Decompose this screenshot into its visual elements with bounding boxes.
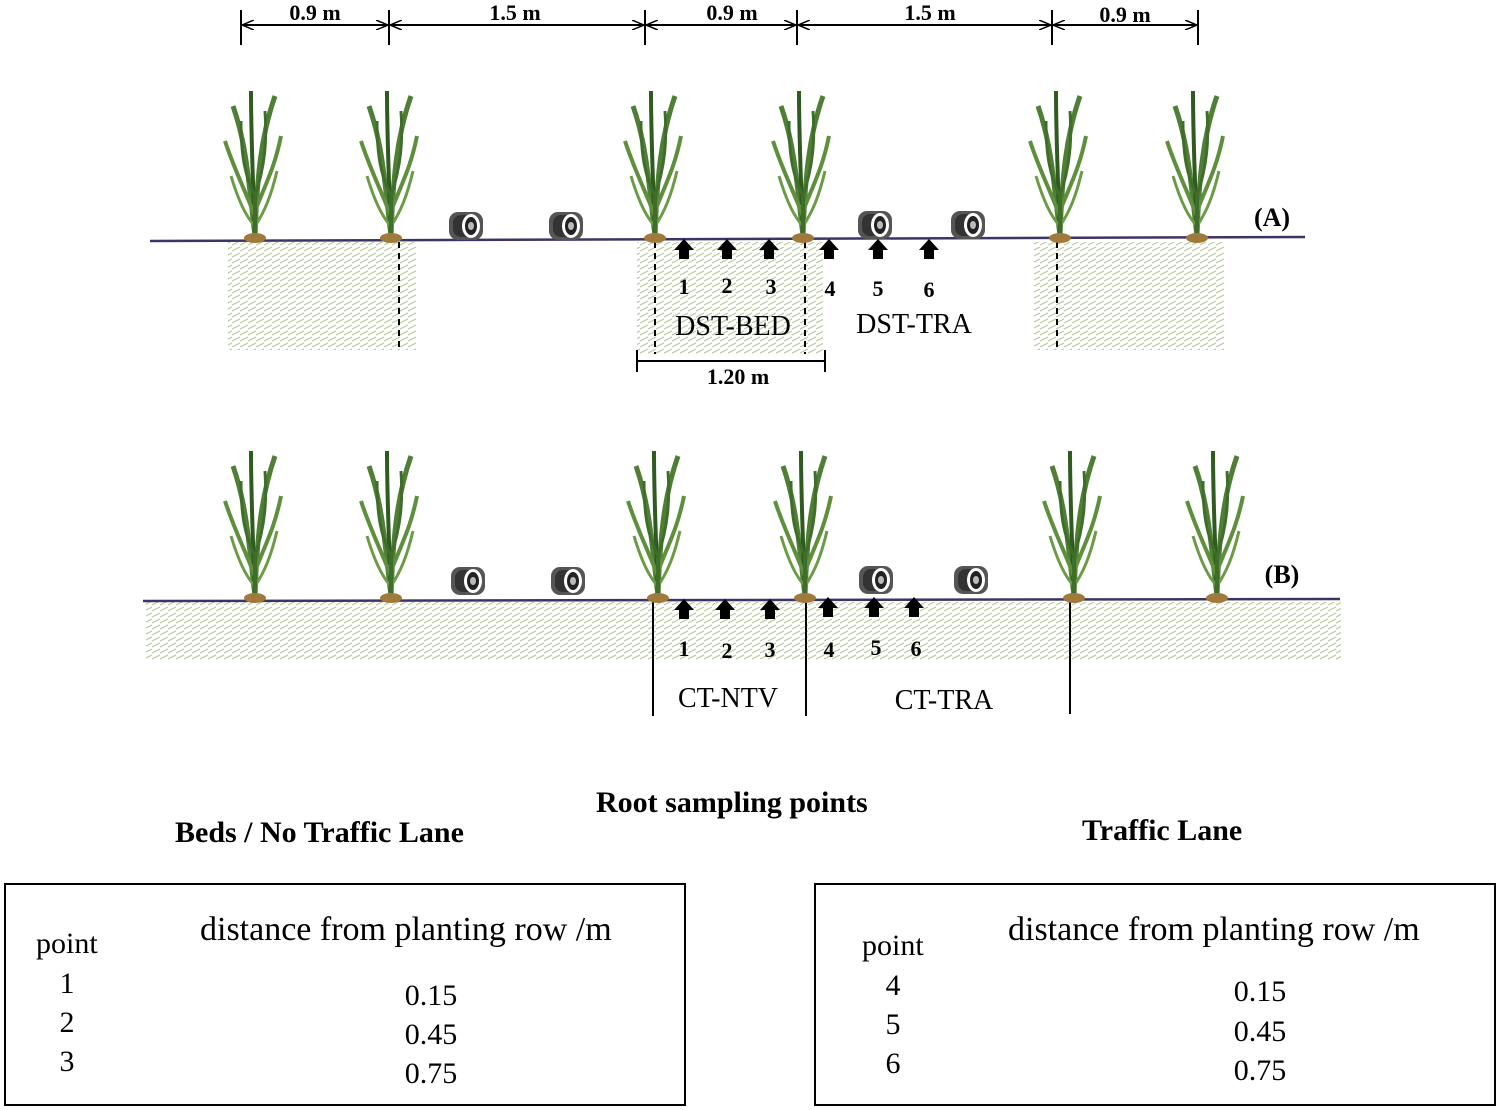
tire-icon (859, 566, 893, 594)
dimension-label: 0.9 m (706, 0, 757, 25)
zone-label: DST-BED (675, 311, 791, 342)
table-distance: 0.75 (404, 1057, 458, 1090)
tire-icon (549, 212, 583, 240)
table-point: 2 (59, 1006, 75, 1039)
soil-layer (146, 602, 1341, 660)
sampling-point-label: 4 (825, 276, 836, 301)
field-layout-diagram: 0.9 m 1.5 m 0.9 m 1.5 m 0.9 m 1 2 3 (142, 0, 1341, 716)
right-table-title: Traffic Lane (1082, 814, 1243, 847)
panel-label: (A) (1254, 203, 1290, 232)
table-distance: 0.45 (404, 1018, 458, 1051)
table-point: 1 (59, 967, 75, 1000)
sugarcane-plant-icon (361, 91, 417, 243)
table-point: 6 (885, 1047, 901, 1080)
sugarcane-plant-icon (1187, 451, 1243, 603)
sampling-title: Root sampling points (596, 786, 868, 819)
table-distance: 0.15 (404, 979, 458, 1012)
zone-label: DST-TRA (856, 309, 972, 340)
sampling-point-label: 6 (924, 277, 935, 302)
dimension-label: 0.9 m (289, 0, 340, 25)
point-header: point (862, 929, 924, 962)
table-point: 3 (59, 1045, 75, 1078)
bed-width-label: 1.20 m (707, 364, 769, 389)
sugarcane-plant-icon (225, 451, 281, 603)
sugarcane-plant-icon (225, 91, 281, 243)
panel-b: 1 2 3 4 5 6 CT-NTV CT-TRA (B) (142, 451, 1341, 716)
sugarcane-plant-icon (775, 451, 831, 603)
dimension-label: 1.5 m (904, 0, 955, 25)
sampling-point-label: 2 (722, 273, 733, 298)
traffic-table: point distance from planting row /m 4 0.… (814, 883, 1496, 1106)
sampling-point-label: 2 (722, 638, 733, 663)
ground-line (149, 235, 1306, 243)
distance-header: distance from planting row /m (200, 911, 612, 948)
ground-line (142, 597, 1341, 603)
bed-soil (1034, 242, 1224, 350)
sugarcane-plant-icon (773, 91, 829, 243)
sampling-point-label: 3 (766, 274, 777, 299)
tire-icon (551, 567, 585, 595)
table-point: 4 (885, 969, 901, 1002)
panel-label: (B) (1265, 560, 1300, 589)
sampling-point-label: 1 (679, 636, 690, 661)
tire-icon (954, 566, 988, 594)
dimension-label: 0.9 m (1099, 2, 1150, 27)
tire-icon (451, 567, 485, 595)
tire-icon (951, 211, 985, 239)
panel-a: 1 2 3 4 5 6 DST-BED DST-TRA 1.20 m (A) (149, 91, 1306, 389)
sampling-point-label: 5 (873, 276, 884, 301)
point-header: point (36, 927, 98, 960)
sampling-point-label: 1 (679, 274, 690, 299)
up-arrow-icon (868, 239, 888, 259)
table-point: 5 (885, 1008, 901, 1041)
tire-icon (858, 211, 892, 239)
sampling-point-label: 5 (871, 635, 882, 660)
sampling-point-label: 6 (911, 636, 922, 661)
table-distance: 0.75 (1233, 1054, 1287, 1087)
sampling-point-label: 3 (765, 637, 776, 662)
up-arrow-icon (919, 239, 939, 259)
sugarcane-plant-icon (1044, 451, 1100, 603)
table-distance: 0.15 (1233, 975, 1287, 1008)
sampling-point-label: 4 (824, 637, 835, 662)
distance-header: distance from planting row /m (1008, 911, 1420, 948)
table-distance: 0.45 (1233, 1015, 1287, 1048)
sugarcane-plant-icon (625, 91, 681, 243)
bed-soil (228, 242, 416, 350)
sugarcane-plant-icon (1167, 91, 1223, 243)
dimension-bar: 0.9 m 1.5 m 0.9 m 1.5 m 0.9 m (240, 0, 1199, 45)
zone-label: CT-TRA (895, 685, 994, 716)
dimension-label: 1.5 m (489, 0, 540, 25)
sugarcane-plant-icon (628, 451, 684, 603)
left-table-title: Beds / No Traffic Lane (175, 816, 464, 849)
bed-soil (637, 242, 823, 354)
no-traffic-table: point distance from planting row /m 1 0.… (4, 883, 686, 1106)
sugarcane-plant-icon (361, 451, 417, 603)
zone-label: CT-NTV (678, 683, 778, 714)
tire-icon (449, 212, 483, 240)
sugarcane-plant-icon (1030, 91, 1086, 243)
